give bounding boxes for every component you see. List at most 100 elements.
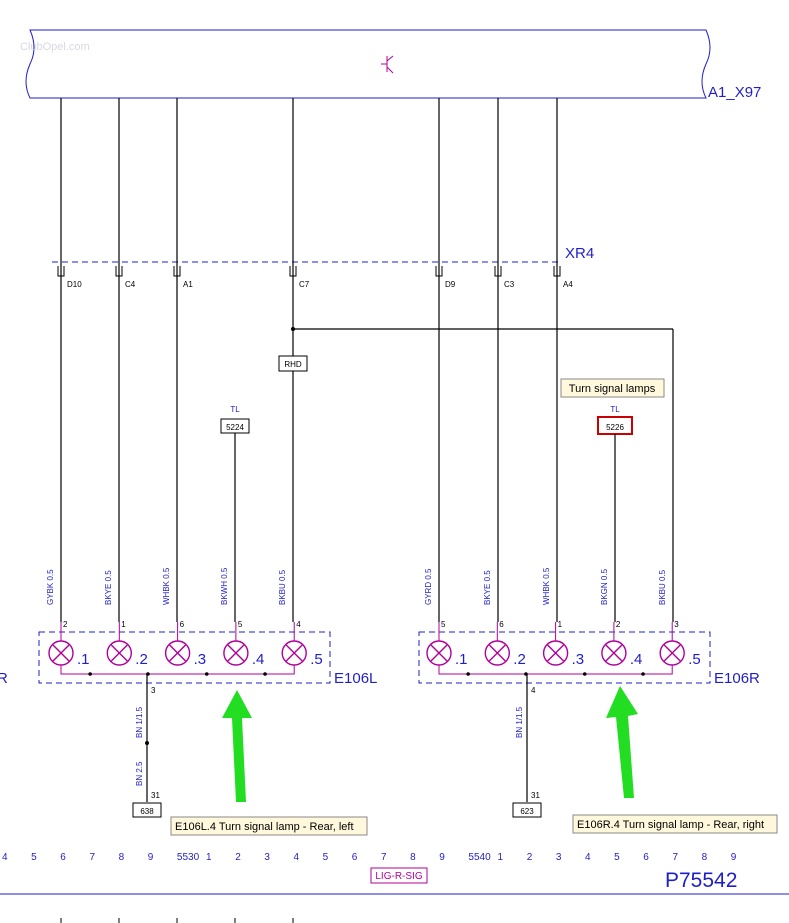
right-tl-feed: Turn signal lamps TL 5226 [560, 378, 665, 622]
wire-labels: GYBK 0.5 BKYE 0.5 WHBK 0.5 BKWH 0.5 BKBU 0.5… [46, 567, 667, 605]
callout-left[interactable]: E106L.4 Turn signal lamp - Rear, left [170, 816, 368, 836]
connector-pin-label: C3 [504, 280, 515, 289]
ruler-tick: 9 [731, 852, 737, 863]
lamp-cross [285, 644, 303, 662]
tooltip: Turn signal lamps [560, 378, 665, 398]
connector-pin-label: D9 [445, 280, 456, 289]
lamp-cross [488, 644, 506, 662]
connector-pin-label: A4 [563, 280, 573, 289]
connector-pin-label: C7 [299, 280, 310, 289]
lamp-position: .1 [455, 651, 468, 668]
left-tl-feed: TL 5224 [220, 405, 250, 622]
callout-right[interactable]: E106R.4 Turn signal lamp - Rear, right [572, 814, 778, 834]
lamp-position: .2 [513, 651, 526, 668]
lamp-group-right[interactable]: .1 5 .2 6 .3 1 .4 2 .5 3 E106R [418, 620, 760, 687]
ruler-tick: 5 [614, 852, 620, 863]
ruler-tick: 8 [410, 852, 416, 863]
left-tl-ref: 5224 [226, 423, 244, 432]
wire-color-label: BKYE 0.5 [483, 570, 492, 605]
junction-dot [641, 672, 645, 676]
ruler-tick: 7 [89, 852, 95, 863]
wire-color-label: WHBK 0.5 [542, 567, 551, 605]
lamp-name-left: E106L [334, 670, 377, 687]
lamp-pin: 1 [558, 620, 563, 629]
ruler-tick: 5 [31, 852, 37, 863]
bottom-ticks [60, 918, 294, 923]
ground-end-pin-left: 31 [151, 791, 160, 800]
lamp-bus [60, 665, 295, 675]
lamp-cross [227, 644, 245, 662]
rhd-box[interactable]: RHD [278, 355, 308, 372]
lamp-cross [430, 644, 448, 662]
lamp-pin: 5 [441, 620, 446, 629]
page-number: P75542 [665, 869, 737, 892]
watermark: ClubOpel.com [20, 41, 90, 53]
ruler-tick: 9 [148, 852, 154, 863]
wire-color-label: BKBU 0.5 [658, 569, 667, 605]
lamp-cross [605, 644, 623, 662]
module-wires [60, 98, 558, 622]
lamp-position: .3 [572, 651, 585, 668]
ground-wire-left-1: BN 1/1.5 [135, 706, 144, 738]
wire-color-label: GYBK 0.5 [46, 569, 55, 605]
ruler-tick: 4 [585, 852, 591, 863]
ground-right: 4 BN 1/1.5 31 623 [512, 674, 542, 818]
ruler-tick: 2 [527, 852, 533, 863]
ruler-tick: 7 [381, 852, 387, 863]
lamp-bus [438, 665, 673, 675]
lamp-pin: 2 [63, 620, 68, 629]
lamp-cross [547, 644, 565, 662]
lamp-pin: 2 [616, 620, 621, 629]
module-name: A1_X97 [708, 84, 761, 101]
arrow-icon [222, 690, 252, 802]
ruler-tick: 2 [235, 852, 241, 863]
lamp-position: .5 [310, 651, 323, 668]
connector-pin-label: C4 [125, 280, 136, 289]
lamp-position: .5 [688, 651, 701, 668]
lamp-position: .2 [135, 651, 148, 668]
lamp-pin: 6 [499, 620, 504, 629]
signal-tag[interactable]: LIG-R-SIG [370, 867, 428, 884]
lamp-pin: 4 [296, 620, 301, 629]
junction-dot [466, 672, 470, 676]
ruler-tick: 8 [702, 852, 708, 863]
ruler-tick: 4 [294, 852, 300, 863]
ruler-tick: 3 [264, 852, 270, 863]
lamp-pin: 3 [674, 620, 679, 629]
lamp-position: .4 [630, 651, 643, 668]
wire-color-label: BKWH 0.5 [220, 567, 229, 605]
ground-left: 3 BN 1/1.5 BN 2.5 31 638 [132, 674, 162, 818]
ruler-tick: 5540 [468, 852, 491, 863]
ruler-tick: 1 [206, 852, 212, 863]
wire-color-label: BKGN 0.5 [600, 568, 609, 605]
ruler-tick: 6 [643, 852, 649, 863]
tooltip-text: Turn signal lamps [569, 383, 656, 395]
arrow-icon [606, 686, 638, 798]
lamp-position: .3 [194, 651, 207, 668]
ruler-tick: 5530 [177, 852, 200, 863]
junction-dot [88, 672, 92, 676]
ground-end-pin-right: 31 [531, 791, 540, 800]
lamp-cross [52, 644, 70, 662]
right-tl-ref: 5226 [606, 423, 624, 432]
lamp-name-right: E106R [714, 670, 760, 687]
lamp-group-left[interactable]: .12.21.36.45.54 E106L [38, 620, 377, 687]
module-box[interactable] [25, 29, 711, 99]
connector-name: XR4 [565, 245, 594, 262]
rhd-bus [291, 327, 674, 622]
junction-dot [204, 672, 209, 676]
ruler-tick: 6 [60, 852, 66, 863]
ruler-tick: 8 [119, 852, 125, 863]
lamp-cross [663, 644, 681, 662]
transistor-icon [381, 55, 394, 74]
ruler-tick: 6 [352, 852, 358, 863]
ruler-tick: 3 [556, 852, 562, 863]
wire-color-label: WHBK 0.5 [162, 567, 171, 605]
junction-dot [263, 672, 267, 676]
connector-pin-label: D10 [67, 280, 82, 289]
wire-color-label: BKYE 0.5 [104, 570, 113, 605]
lamp-cross [110, 644, 128, 662]
